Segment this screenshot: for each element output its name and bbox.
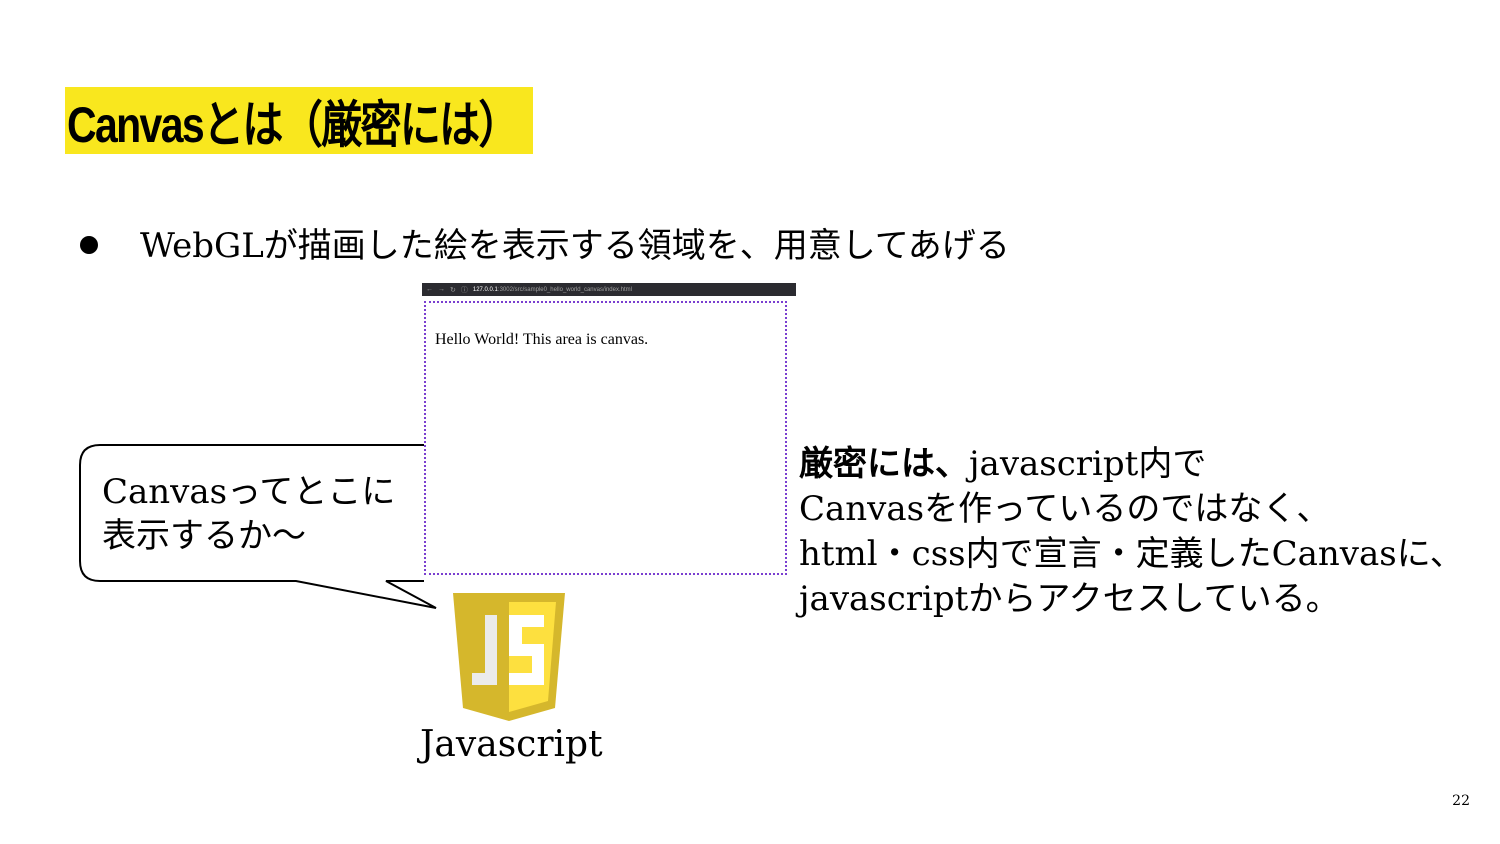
explanation-line-1: 厳密には、javascript内で [799, 444, 1207, 484]
slide-title: Canvasとは（厳密には） [67, 96, 520, 153]
page-number: 22 [1452, 793, 1470, 809]
canvas-area: Hello World! This area is canvas. [424, 301, 787, 575]
bullet-dot [80, 235, 98, 254]
javascript-logo-icon [453, 593, 565, 721]
javascript-label: Javascript [420, 724, 603, 765]
canvas-text: Hello World! This area is canvas. [435, 331, 649, 348]
info-icon[interactable]: ⓘ [460, 286, 468, 294]
explanation-line-2: Canvasを作っているのではなく、 [799, 489, 1331, 529]
reload-icon[interactable]: ↻ [450, 286, 456, 294]
explanation-strong: 厳密には、 [799, 444, 969, 484]
title-highlight: Canvasとは（厳密には） [65, 87, 533, 154]
browser-screenshot: ← → ↻ ⓘ 127.0.0.1:3002/src/sample0_hello… [422, 283, 796, 577]
bullet-text: WebGLが描画した絵を表示する領域を、用意してあげる [140, 226, 1010, 266]
forward-icon[interactable]: → [438, 286, 445, 293]
back-icon[interactable]: ← [426, 286, 433, 293]
address-bar[interactable]: 127.0.0.1:3002/src/sample0_hello_world_c… [472, 286, 632, 293]
explanation-text: 厳密には、javascript内で Canvasを作っているのではなく、 htm… [799, 442, 1489, 622]
bullet-item: WebGLが描画した絵を表示する領域を、用意してあげる [80, 218, 1010, 267]
browser-toolbar: ← → ↻ ⓘ 127.0.0.1:3002/src/sample0_hello… [422, 283, 796, 296]
bubble-text: Canvasってとこに表示するか〜 [102, 472, 396, 556]
explanation-line-3: html・css内で宣言・定義したCanvasに、 [799, 534, 1464, 574]
explanation-line-4: javascriptからアクセスしている。 [799, 579, 1340, 619]
